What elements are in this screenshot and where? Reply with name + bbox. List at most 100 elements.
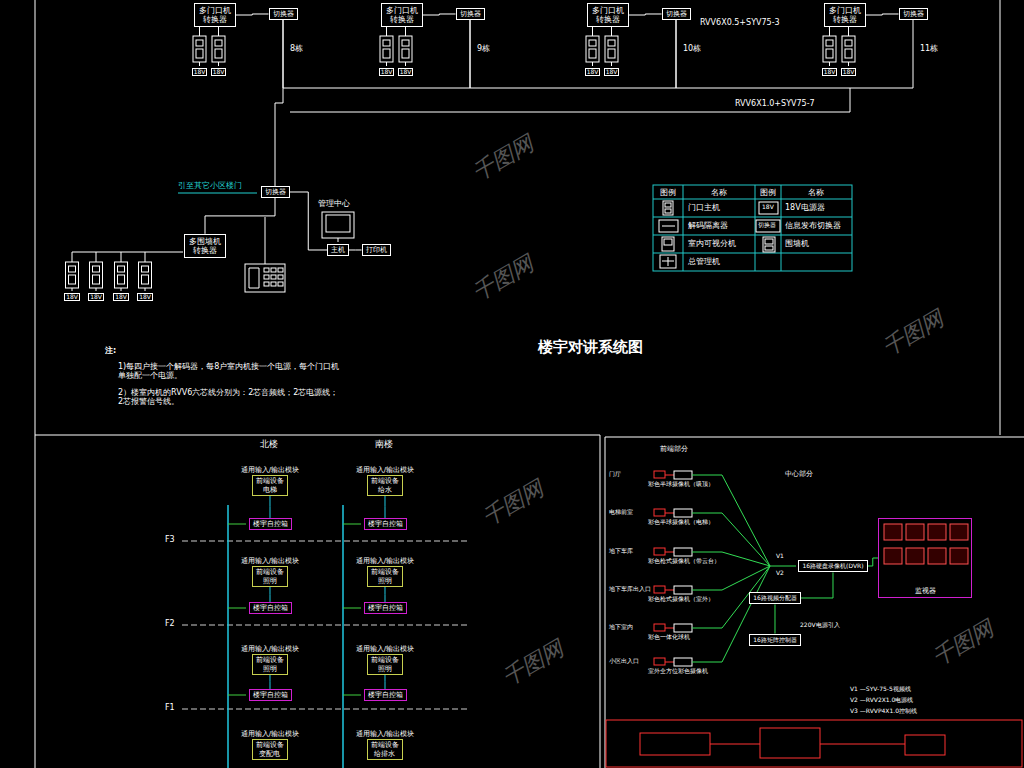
power-box: 18V [192,68,208,77]
legend-text: 总管理机 [688,257,720,266]
node-label: 多门口机转换器 [198,6,232,24]
node-label: 18V [66,294,78,301]
node-label: 楼宇自控箱 [253,691,288,699]
control-box: 楼宇自控箱 [249,518,292,530]
converter-box: 多门口机转换器 [381,3,423,27]
control-box: 楼宇自控箱 [364,602,407,614]
building-label: 北楼 [260,439,278,449]
io-module: 通用输入/输出模块前端设备 照明 [241,557,299,586]
legend-symbol-text: 18V [762,204,774,211]
io-module: 通用输入/输出模块前端设备 给排水 [356,730,414,759]
wall-stations [66,212,355,292]
connector [236,14,269,15]
connector [384,496,385,518]
node-label: 通用输入/输出模块 [356,466,414,474]
cable-spec: RVV6X1.0+SYV75-7 [735,99,815,108]
node-label: 18V [213,69,225,76]
node-label: 16路矩阵控制器 [753,637,797,644]
connector [269,587,270,602]
location-label: 门厅 [609,471,621,478]
monitor-wall: 监视器 [878,518,972,598]
converter-box: 多门口机转换器 [194,3,236,27]
node-label: 通用输入/输出模块 [356,557,414,565]
table-header: 名称 [711,188,727,197]
camera-label: 彩色半球摄像机（吸顶） [648,481,714,488]
node-label: 通用输入/输出模块 [241,645,299,653]
location-label: 地下车库 [609,548,633,555]
connector [283,20,470,88]
node-label: 多门口机转换器 [828,6,862,24]
building-label: 9栋 [477,44,490,53]
matrix-box: 16路矩阵控制器 [749,634,801,647]
cable-spec: RVV6X0.5+SYV75-3 [700,18,780,27]
floor-label: F2 [165,619,175,628]
node-label: 18V [843,69,855,76]
control-box: 楼宇自控箱 [249,602,292,614]
wire-tag: V1 [776,553,784,560]
printer-box: 打印机 [362,244,391,256]
wire-tag: V2 [776,570,784,577]
building-label: 南楼 [375,439,393,449]
automation-wiring [182,505,470,768]
node-label: 切换器 [903,10,924,18]
legend-text: 18V电源器 [785,203,825,212]
location-label: 地下室内 [609,624,633,631]
node-label: 多门口机转换器 [591,6,625,24]
note-text: 2）楼室内机的RVV6六芯线分别为：2芯音频线；2芯电源线；2芯报警信号线。 [118,388,343,406]
node-label: 通用输入/输出模块 [241,557,299,565]
cable-legend: V2 —RVV2X1.0电源线 [850,697,913,704]
node-label: 16路硬盘录像机(DVR) [802,563,863,570]
center-label: 管理中心 [318,199,350,208]
legend-text: 门口主机 [688,203,720,212]
section-label: 前端部分 [660,445,688,453]
node-body: 前端设备 照明 [367,654,403,674]
node-label: 通用输入/输出模块 [241,466,299,474]
cable-legend: V1 —SYV-75-5视频线 [850,686,911,693]
connector [774,604,775,633]
host-box: 主机 [327,244,349,256]
legend-text: 解码隔离器 [688,221,728,230]
io-module: 通用输入/输出模块前端设备 照明 [241,645,299,674]
cctv-drawing [606,471,1022,767]
table-header: 图例 [660,188,676,197]
distributor-box: 16路视频分配器 [749,592,801,605]
connector [269,675,270,689]
camera-label: 彩色枪式摄像机（室外） [648,596,714,603]
power-box: 18V [88,293,104,302]
cable-legend: V3 —RVVP4X1.0控制线 [850,708,917,715]
watermark: 千图网 [478,475,548,530]
watermark: 千图网 [468,250,538,305]
io-module: 通用输入/输出模块前端设备 照明 [356,557,414,586]
camera-label: 彩色枪式摄像机（带云台） [648,558,720,565]
node-label: 多门口机转换器 [385,6,419,24]
location-label: 电梯前室 [609,509,633,516]
legend-text: 围墙机 [785,239,809,248]
control-box: 楼宇自控箱 [364,689,407,701]
switcher-box: 切换器 [456,8,485,20]
watermark: 千图网 [928,615,998,670]
power-box: 18V [137,293,153,302]
node-label: 楼宇自控箱 [253,604,288,612]
table-header: 名称 [808,188,824,197]
legend-symbol-text: 切换器 [758,222,776,229]
connector [868,558,878,566]
switcher-box: 切换器 [662,8,691,20]
node-label: 通用输入/输出模块 [241,730,299,738]
power-box: 18V [64,293,80,302]
converter-box: 多门口机转换器 [587,3,629,27]
node-label: 18V [115,294,127,301]
io-module: 通用输入/输出模块前端设备 电梯 [241,466,299,495]
switcher-box: 切换器 [261,186,290,198]
leader-line [178,193,257,194]
node-label: 18V [606,69,618,76]
io-module: 通用输入/输出模块前端设备 照明 [356,645,414,674]
switcher-box: 切换器 [269,8,298,20]
location-label: 小区出入口 [609,658,639,665]
control-box: 楼宇自控箱 [364,518,407,530]
power-box: 18V [585,68,601,77]
node-label: 楼宇自控箱 [368,691,403,699]
node-label: 18V [587,69,599,76]
legend-symbols [659,201,780,268]
node-label: 监视器 [881,587,969,595]
